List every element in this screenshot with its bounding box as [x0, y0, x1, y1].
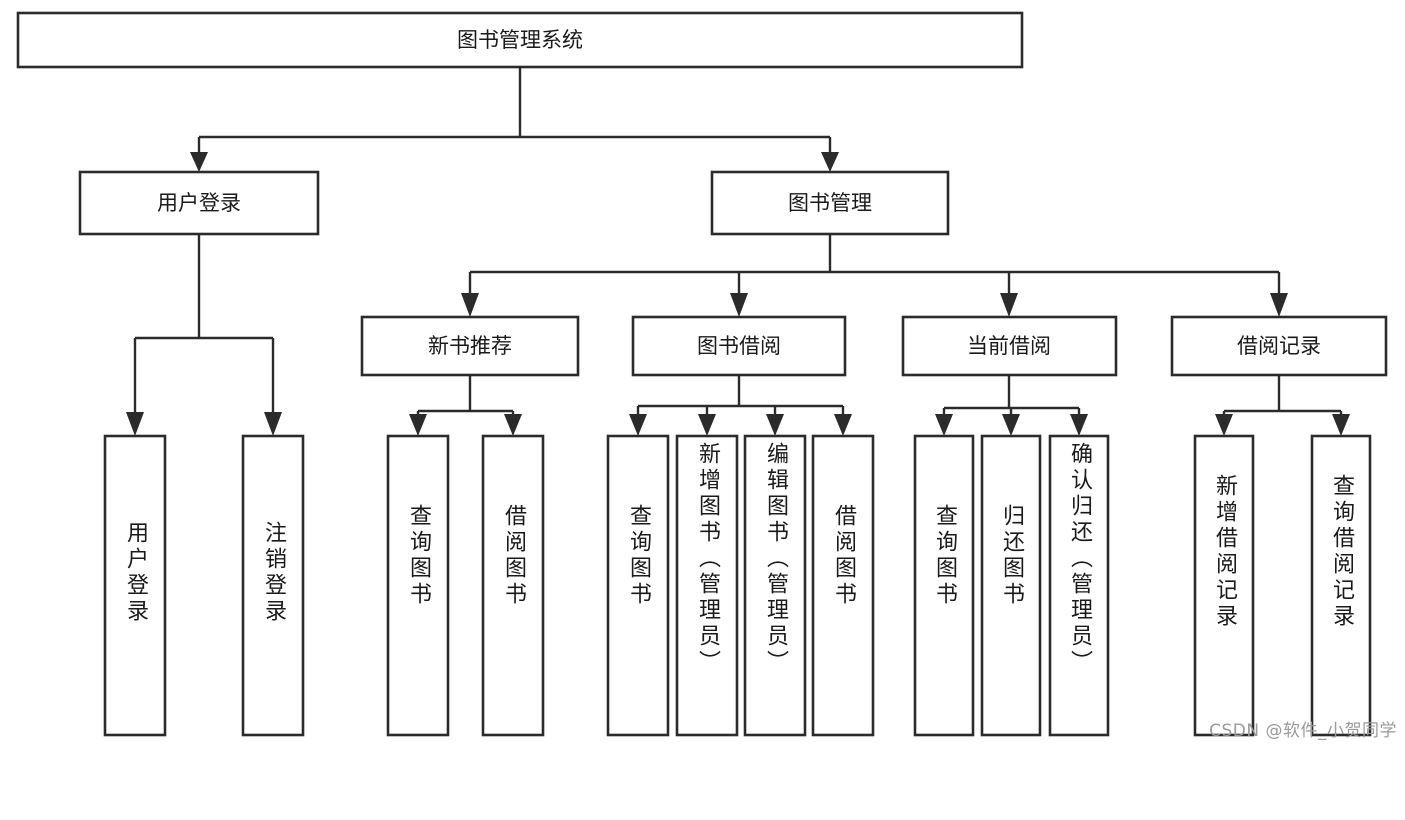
node-new-book-rec-box[interactable] — [360, 315, 580, 377]
node-book-borrow[interactable]: 图书借阅 — [631, 315, 847, 377]
leaf-box-return-book[interactable] — [980, 434, 1042, 737]
leaf-box-query-book-borrow[interactable] — [606, 434, 670, 737]
arrowhead-user-login — [190, 152, 208, 172]
node-user-login-label: 用户登录 — [157, 191, 241, 215]
node-book-manage-label: 图书管理 — [788, 191, 872, 215]
connector-group-book-manage — [461, 234, 1288, 317]
node-borrow-record-box[interactable] — [1170, 315, 1388, 377]
arrowhead-leaf-user-login — [126, 412, 144, 436]
arrowhead-leaf-user-logout — [264, 412, 282, 436]
connector-group-book-borrow — [629, 375, 852, 436]
arrowhead-leaf-return-book — [1002, 414, 1020, 436]
arrowhead-new-book-rec — [461, 293, 479, 317]
node-new-book-rec[interactable]: 新书推荐 — [360, 315, 580, 377]
connector-group-borrow-record — [1215, 375, 1350, 436]
leaf-box-add-book-admin[interactable] — [675, 434, 739, 737]
leaf-box-add-borrow-record[interactable] — [1193, 434, 1255, 737]
node-root-box[interactable] — [16, 11, 1024, 69]
leaf-box-edit-book-admin[interactable] — [743, 434, 807, 737]
csdn-watermark: CSDN @软件_小贺同学 — [1209, 721, 1397, 741]
arrowhead-leaf-confirm-return-admin — [1070, 414, 1088, 436]
node-user-login-box[interactable] — [78, 170, 320, 236]
node-book-manage-box[interactable] — [710, 170, 950, 236]
connector-group-current-borrow — [935, 375, 1088, 436]
leaf-box-query-borrow-record[interactable] — [1310, 434, 1372, 737]
arrowhead-leaf-query-book-borrow — [629, 414, 647, 436]
node-book-borrow-label: 图书借阅 — [697, 334, 781, 358]
arrowhead-leaf-edit-book-admin — [766, 414, 784, 436]
arrowhead-book-manage — [821, 152, 839, 172]
arrowhead-leaf-borrow-book-rec — [504, 414, 522, 436]
arrowhead-leaf-borrow-book — [834, 414, 852, 436]
node-borrow-record-label: 借阅记录 — [1237, 334, 1321, 358]
arrowhead-book-borrow — [730, 293, 748, 317]
node-user-login[interactable]: 用户登录 — [78, 170, 320, 236]
leaf-box-borrow-book-rec[interactable] — [481, 434, 545, 737]
flowchart-svg: 图书管理系统 用户登录 图书管理 新书推荐 图书借阅 当前借阅 借阅记录 — [16, 11, 1388, 737]
node-root[interactable]: 图书管理系统 — [16, 11, 1024, 69]
arrowhead-borrow-record — [1270, 293, 1288, 317]
node-new-book-rec-label: 新书推荐 — [428, 334, 512, 358]
node-book-borrow-box[interactable] — [631, 315, 847, 377]
node-borrow-record[interactable]: 借阅记录 — [1170, 315, 1388, 377]
arrowhead-leaf-query-book-current — [935, 414, 953, 436]
arrowhead-leaf-add-book-admin — [698, 414, 716, 436]
node-current-borrow-label: 当前借阅 — [967, 334, 1051, 358]
leaf-box-query-book-rec[interactable] — [386, 434, 450, 737]
node-book-manage[interactable]: 图书管理 — [710, 170, 950, 236]
leaf-box-user-login[interactable] — [103, 434, 167, 737]
leaf-box-confirm-return-admin[interactable] — [1048, 434, 1110, 737]
arrowhead-leaf-query-book-rec — [409, 414, 427, 436]
arrowhead-leaf-add-borrow-record — [1215, 414, 1233, 436]
leaf-box-query-book-current[interactable] — [913, 434, 975, 737]
node-current-borrow[interactable]: 当前借阅 — [901, 315, 1118, 377]
connector-group-root — [190, 67, 839, 172]
leaf-box-user-logout[interactable] — [241, 434, 305, 737]
connector-group-user-login — [126, 234, 282, 436]
node-root-label: 图书管理系统 — [457, 28, 583, 52]
leaf-box-borrow-book[interactable] — [811, 434, 875, 737]
diagram-canvas: 图书管理系统 用户登录 图书管理 新书推荐 图书借阅 当前借阅 借阅记录 — [16, 11, 1397, 741]
arrowhead-current-borrow — [1000, 293, 1018, 317]
arrowhead-leaf-query-borrow-record — [1332, 414, 1350, 436]
connector-group-new-book-rec — [409, 375, 522, 436]
node-current-borrow-box[interactable] — [901, 315, 1118, 377]
